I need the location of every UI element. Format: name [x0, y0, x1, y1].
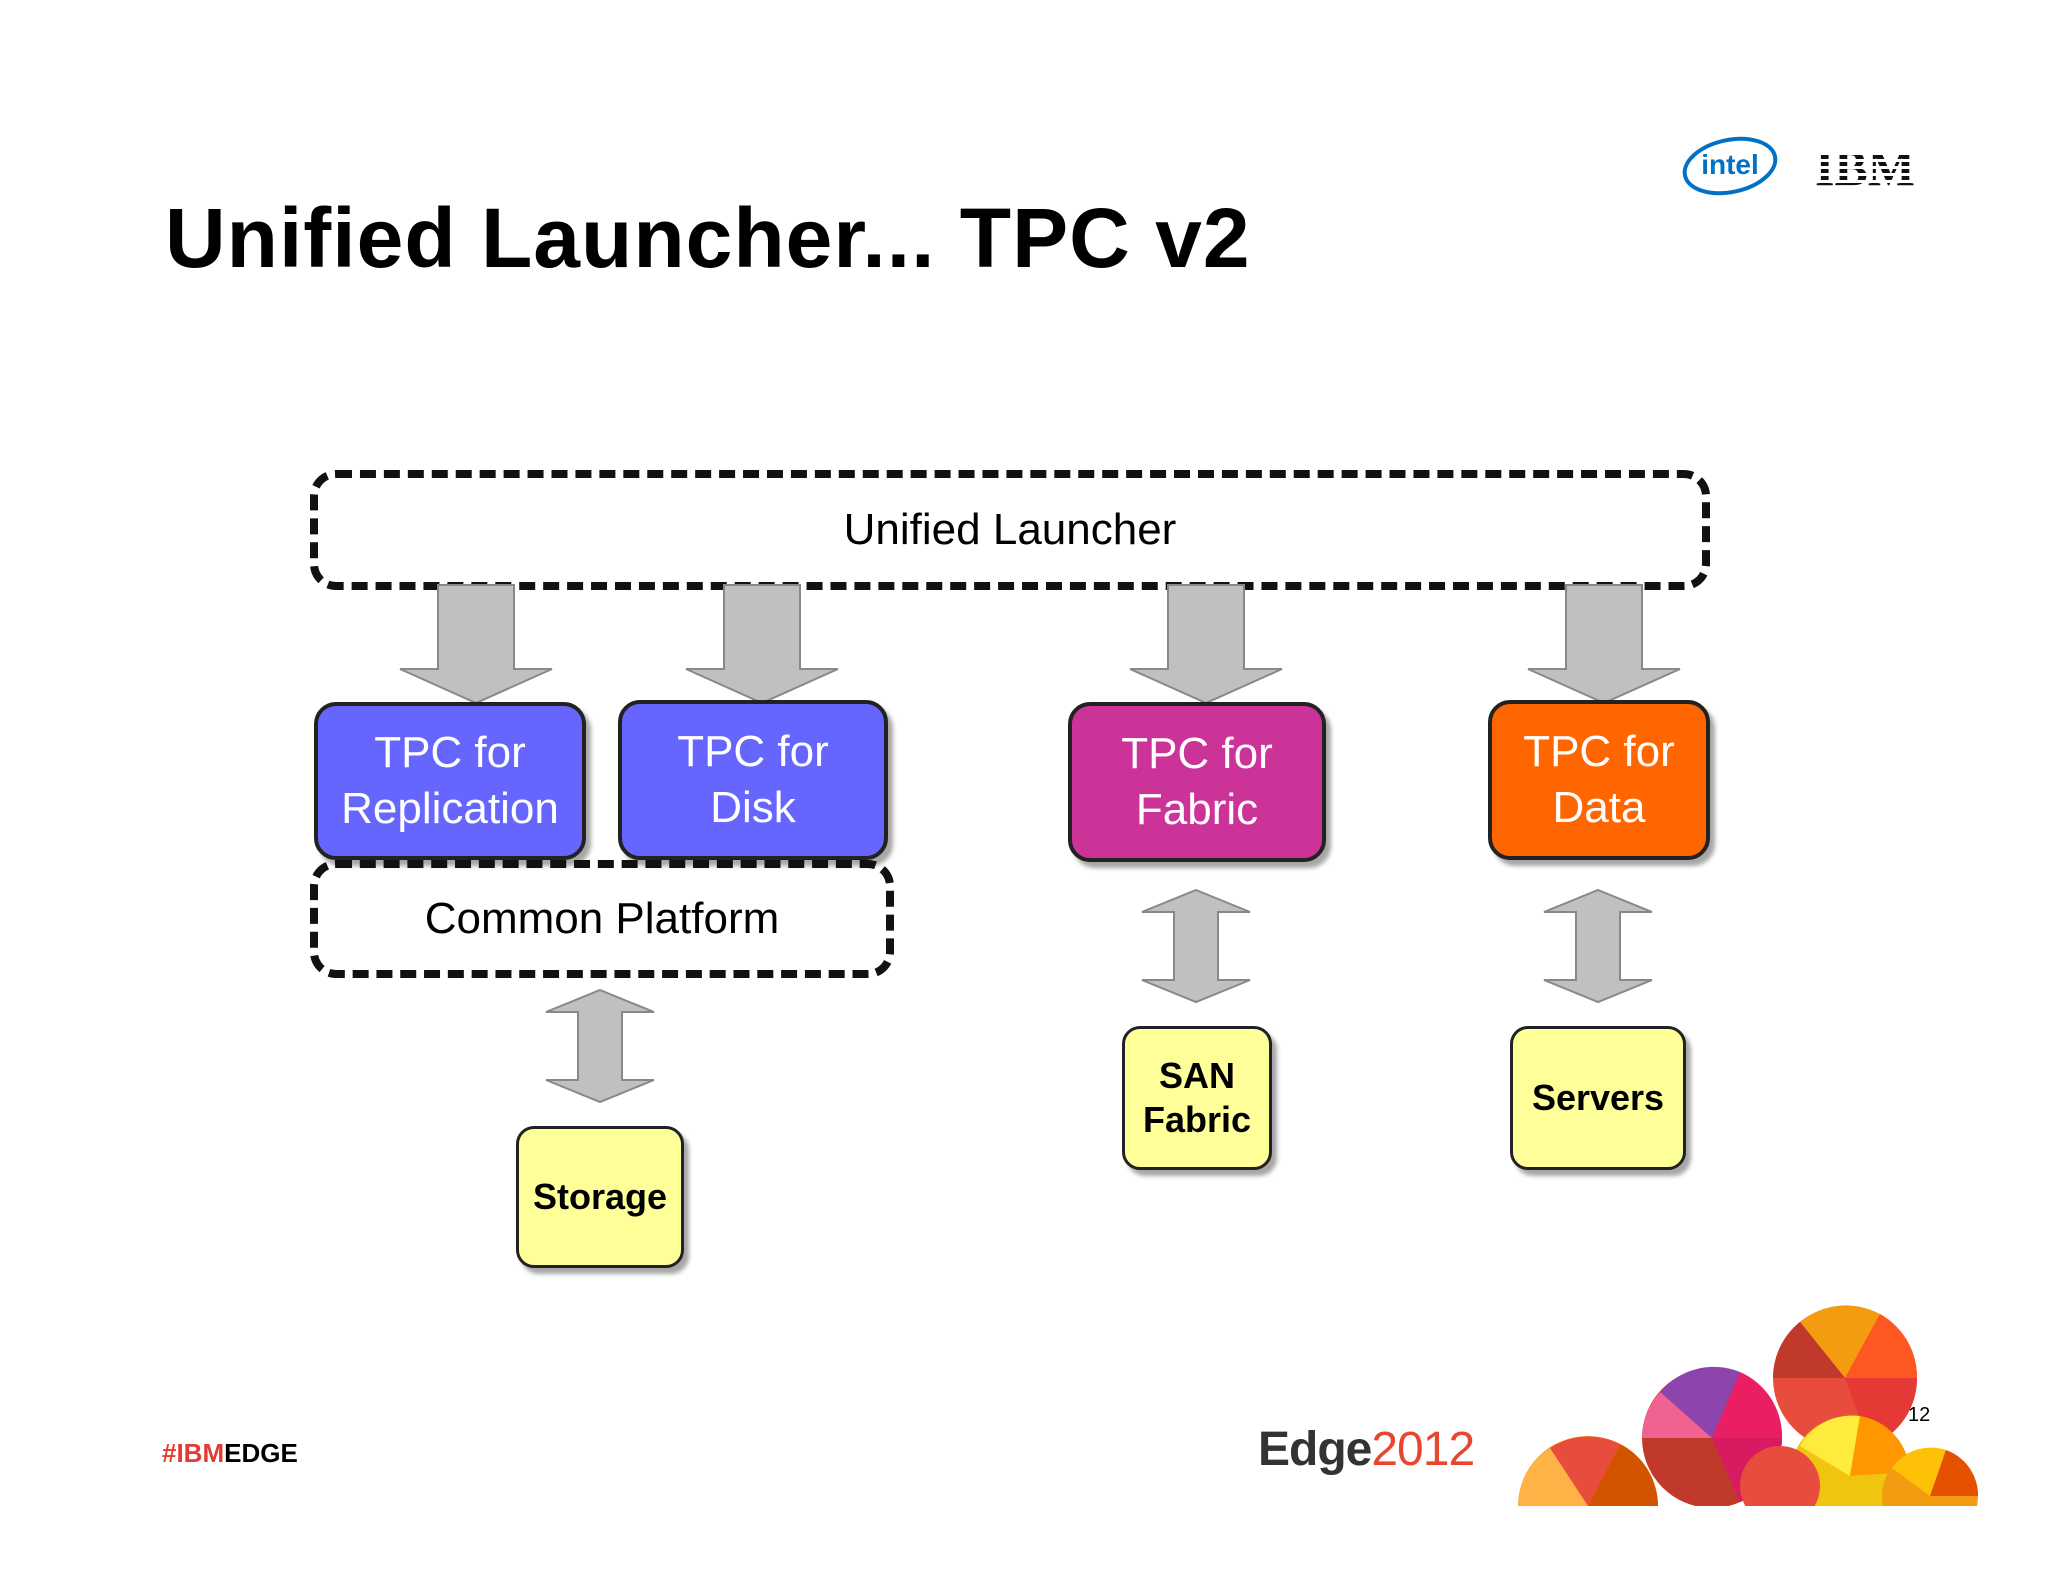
edge-word: Edge: [1258, 1423, 1372, 1476]
unified-launcher-box: Unified Launcher: [310, 470, 1710, 590]
san-fabric-box: SAN Fabric: [1122, 1026, 1272, 1170]
tpc-disk-box: TPC for Disk: [618, 700, 888, 860]
tpc-replication-line1: TPC for: [374, 728, 526, 777]
common-platform-label: Common Platform: [424, 894, 780, 943]
san-fabric-line2: Fabric: [1142, 1099, 1252, 1140]
ibm-logo: IBM: [1810, 140, 1920, 196]
servers-label: Servers: [1531, 1077, 1665, 1118]
hashtag-prefix: #IBM: [162, 1438, 225, 1468]
tpc-disk-line1: TPC for: [677, 727, 829, 776]
tpc-data-box: TPC for Data: [1488, 700, 1710, 860]
tpc-replication-box: TPC for Replication: [314, 702, 586, 860]
intel-logo-text: intel: [1701, 149, 1759, 180]
tpc-fabric-box: TPC for Fabric: [1068, 702, 1326, 862]
ibm-logo-text: IBM: [1815, 140, 1915, 190]
double-arrow-san-fabric: [1141, 888, 1251, 1004]
down-arrow-data: [1527, 584, 1681, 705]
edge-2012-logo: Edge2012: [1258, 1422, 1475, 1477]
double-arrow-servers: [1543, 888, 1653, 1004]
hashtag-label: #IBMEDGE: [162, 1438, 298, 1469]
hashtag-suffix: EDGE: [224, 1438, 298, 1468]
intel-logo: intel: [1680, 132, 1780, 198]
edge-cloud-graphic: [1500, 1296, 1980, 1508]
down-arrow-fabric: [1129, 584, 1283, 705]
slide-title: Unified Launcher... TPC v2: [165, 191, 1251, 285]
tpc-replication-line2: Replication: [341, 784, 559, 833]
servers-box: Servers: [1510, 1026, 1686, 1170]
tpc-data-line2: Data: [1552, 783, 1646, 832]
down-arrow-disk: [685, 584, 839, 705]
san-fabric-line1: SAN: [1158, 1055, 1235, 1096]
storage-label: Storage: [532, 1176, 668, 1217]
tpc-fabric-line1: TPC for: [1121, 729, 1273, 778]
common-platform-box: Common Platform: [310, 860, 894, 978]
double-arrow-storage: [545, 988, 655, 1104]
edge-year: 2012: [1371, 1423, 1475, 1476]
page-number: 12: [1908, 1404, 1931, 1426]
tpc-disk-line2: Disk: [710, 783, 796, 832]
storage-box: Storage: [516, 1126, 684, 1268]
tpc-fabric-line2: Fabric: [1135, 785, 1259, 834]
tpc-data-line1: TPC for: [1523, 727, 1675, 776]
unified-launcher-label: Unified Launcher: [843, 505, 1177, 554]
down-arrow-replication: [399, 584, 553, 705]
